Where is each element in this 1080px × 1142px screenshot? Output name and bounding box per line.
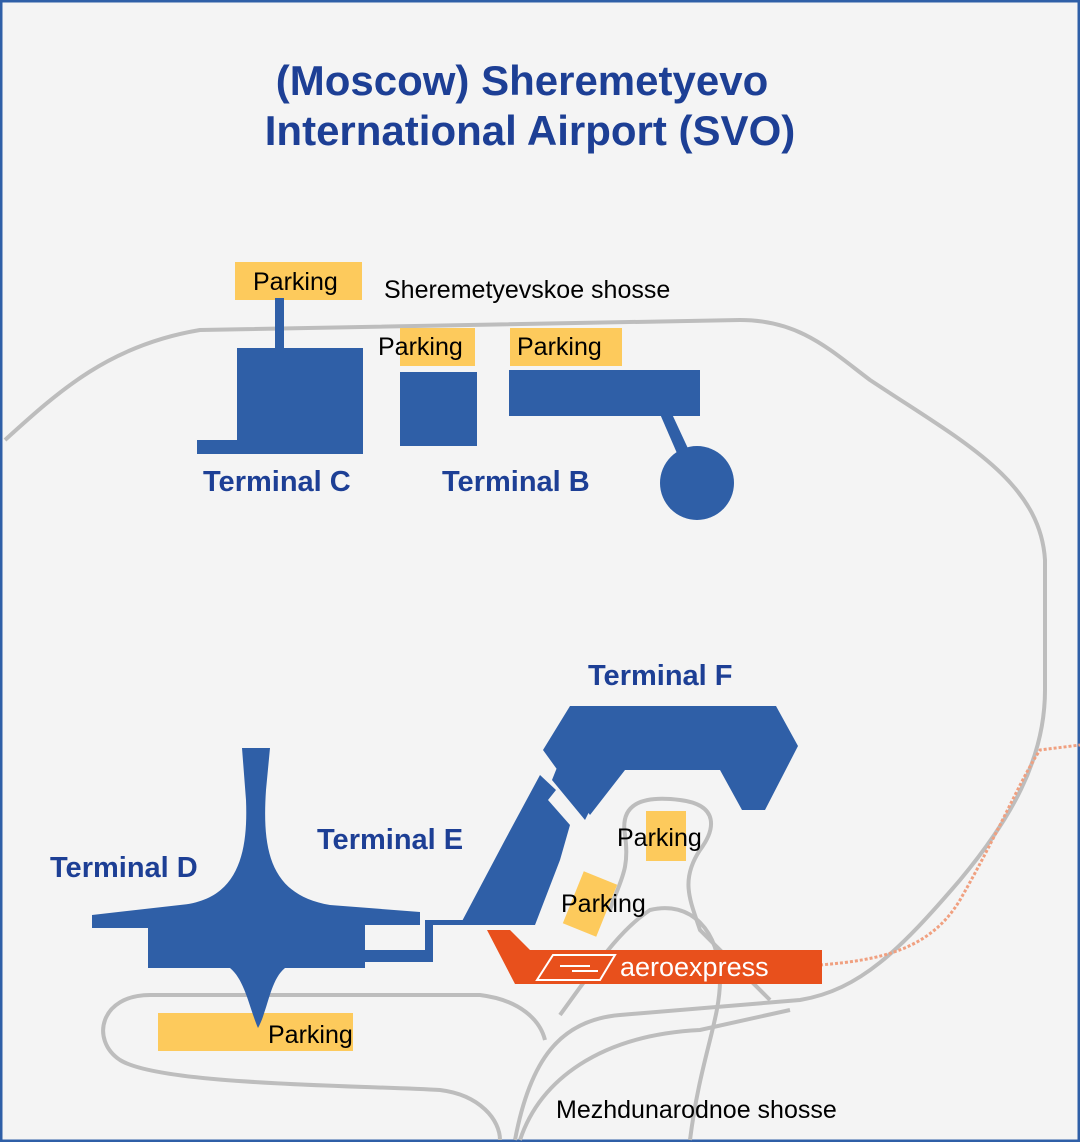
outer-ring-road (3, 317, 1047, 1141)
terminal-d-loop-road (101, 993, 502, 1141)
road-label-mezhdunarodnoe: Mezhdunarodnoe shosse (556, 1096, 837, 1124)
terminal-e-label: Terminal E (317, 824, 463, 856)
terminal-f-building (543, 706, 798, 815)
terminal-b-label: Terminal B (442, 466, 590, 498)
terminal-f-label: Terminal F (588, 660, 733, 692)
parking-area-f (646, 811, 686, 861)
aeroexpress-station: aeroexpress (487, 930, 822, 984)
map-title-line1: (Moscow) Sheremetyevo (276, 57, 768, 104)
aeroexpress-logo-icon (535, 954, 617, 981)
aeroexpress-rail-line (819, 743, 1080, 967)
road-label-sheremetyevskoe: Sheremetyevskoe shosse (384, 276, 670, 304)
map-title-line2: International Airport (SVO) (265, 107, 795, 154)
parking-label-b-east: Parking (517, 333, 602, 361)
parking-label-e: Parking (561, 890, 646, 918)
parking-area-b-east (510, 328, 622, 366)
terminal-b-building (400, 370, 734, 520)
parking-label-c: Parking (253, 268, 338, 296)
road-network (3, 317, 1080, 1141)
connector-road (518, 1008, 791, 1141)
parking-label-d: Parking (268, 1021, 353, 1049)
parking-area-e (562, 871, 618, 937)
terminal-d-building (92, 748, 470, 1028)
parking-area-c (235, 262, 362, 300)
parking-area-b-west (400, 328, 475, 366)
parking-loop-road (608, 796, 772, 1002)
terminal-c-building (197, 298, 363, 454)
aeroexpress-label: aeroexpress (620, 952, 769, 982)
terminal-d-access-road (380, 993, 547, 1041)
terminal-d-label: Terminal D (50, 852, 198, 884)
inner-loop-road (558, 906, 723, 1141)
terminal-c-label: Terminal C (203, 466, 351, 498)
parking-label-b-west: Parking (378, 333, 463, 361)
terminal-e-building (460, 760, 595, 925)
parking-label-f: Parking (617, 824, 702, 852)
